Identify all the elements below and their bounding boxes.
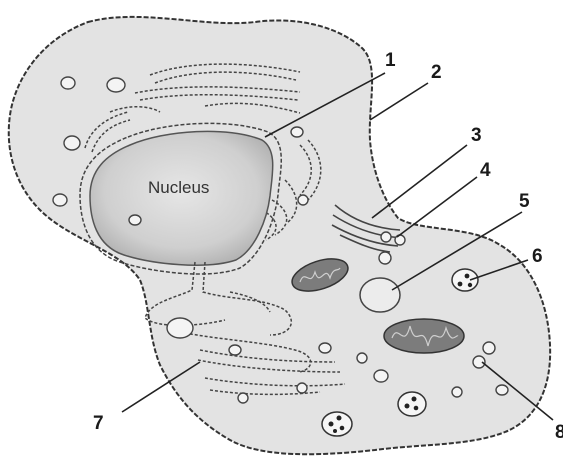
granule-body — [452, 269, 478, 291]
callout-1: 1 — [385, 50, 396, 71]
callout-8: 8 — [555, 422, 563, 443]
callout-2: 2 — [431, 62, 442, 83]
leader-line-2 — [370, 83, 428, 120]
callout-7: 7 — [93, 413, 104, 434]
nucleus — [90, 131, 273, 265]
granule-body — [322, 412, 352, 436]
callout-4: 4 — [480, 160, 491, 181]
mitochondrion-large — [384, 319, 464, 353]
cell-membrane — [9, 17, 550, 454]
leader-line-3 — [372, 145, 467, 218]
nucleus-label: Nucleus — [148, 178, 209, 197]
callout-3: 3 — [471, 125, 482, 146]
large-vesicle — [360, 278, 400, 312]
callout-6: 6 — [532, 246, 543, 267]
granule-body — [398, 392, 426, 416]
callout-5: 5 — [519, 191, 530, 212]
